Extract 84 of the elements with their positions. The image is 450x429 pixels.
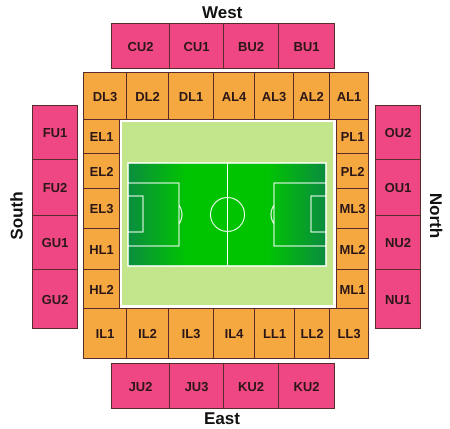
seating-section [169,23,224,69]
seating-section [213,308,255,359]
seating-section [375,269,421,329]
seating-section [223,23,279,69]
seating-section [169,363,224,409]
section-label: DL1 [178,90,204,102]
section-label: LL1 [262,327,286,340]
seating-section [254,72,294,120]
section-label: KU2 [238,380,264,392]
seating-section [83,119,120,154]
section-label: AL4 [222,90,246,102]
section-label: LL2 [300,327,324,340]
section-label: EL2 [90,164,114,178]
section-label: PL1 [340,130,364,143]
seating-section [32,159,78,216]
seating-section [375,215,421,270]
seating-section [111,363,170,409]
section-label: HL1 [89,242,114,256]
section-label: AL2 [299,90,324,102]
seating-section [213,72,255,120]
section-label: FU2 [42,181,68,194]
seating-section [254,308,295,359]
seating-section [111,23,170,69]
section-label: NU1 [384,292,411,306]
section-label: EL3 [90,202,114,215]
section-label: BU1 [293,40,320,52]
section-label: EL1 [90,130,114,143]
section-label: DL2 [135,90,160,102]
seating-section [168,72,214,120]
section-label: ML2 [340,242,366,256]
stand-label: South [8,190,26,240]
seating-section [83,188,120,229]
seating-section [223,363,279,409]
seating-section [32,105,78,160]
seating-section [278,363,335,409]
seating-section [336,228,369,270]
seating-section [375,159,421,216]
section-label: IL1 [96,327,114,340]
section-label: OU1 [384,181,412,194]
seating-section [278,23,335,69]
section-label: KU2 [293,380,320,392]
section-label: IL2 [138,327,157,340]
stand-label: West [202,4,242,20]
seating-section [83,153,120,189]
section-label: FU1 [42,126,68,139]
seating-section [32,269,78,329]
section-label: NU2 [384,236,411,249]
seating-section [336,269,369,309]
section-label: JU2 [128,380,152,392]
seating-section [83,228,120,270]
seating-section [336,188,369,229]
section-label: GU1 [42,236,68,249]
section-label: DL3 [92,90,118,102]
seating-section [168,308,214,359]
section-label: BU2 [238,40,264,52]
seating-section [329,72,369,120]
seating-section [375,105,421,160]
section-label: JU3 [184,380,208,392]
section-label: AL1 [336,90,362,102]
section-label: LL3 [337,327,361,340]
seating-section [336,119,369,154]
seating-section [336,153,369,189]
seating-section [293,72,330,120]
section-label: IL3 [182,327,200,340]
seating-section [83,72,127,120]
section-label: IL4 [224,327,244,340]
seating-section [83,269,120,309]
section-label: HL2 [89,282,114,296]
stand-label: North [426,192,444,238]
seating-section [32,215,78,270]
seating-section [294,308,330,359]
section-label: ML1 [340,282,366,296]
seating-section [329,308,369,359]
section-label: GU2 [42,292,68,306]
seating-section [126,72,169,120]
seating-section [83,308,127,359]
section-label: PL2 [340,164,364,178]
section-label: CU2 [127,40,154,52]
stand-label: East [204,410,240,426]
section-label: ML3 [340,202,366,215]
section-label: OU2 [384,126,412,139]
section-label: AL3 [262,90,286,102]
seating-section [126,308,169,359]
section-label: CU1 [183,40,210,52]
